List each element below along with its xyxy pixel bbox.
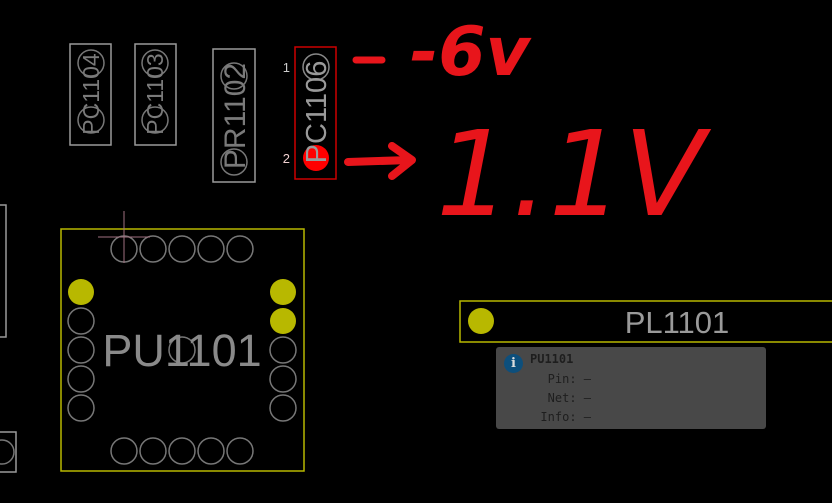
part-label-pl1101: PL1101 xyxy=(625,305,730,340)
pad[interactable] xyxy=(67,394,95,422)
pad[interactable] xyxy=(67,365,95,393)
pad[interactable] xyxy=(168,235,196,263)
hand-annotations: -6v 1.1V xyxy=(344,13,712,243)
part-pu1101[interactable]: PU1101 xyxy=(60,211,305,472)
annotation-top: -6v xyxy=(410,13,533,92)
pad[interactable] xyxy=(168,437,196,465)
tooltip-title: PU1101 xyxy=(530,352,574,366)
pad-highlighted[interactable] xyxy=(270,279,296,305)
part-pc1103[interactable]: PC1103 xyxy=(134,43,177,146)
partial-part-bottom-left[interactable] xyxy=(0,431,17,473)
arrow-icon xyxy=(344,142,416,180)
selection-box xyxy=(294,46,337,180)
tooltip-net: Net: — xyxy=(547,391,591,405)
crosshair-icon xyxy=(98,211,150,263)
pad[interactable] xyxy=(67,307,95,335)
part-pc1104[interactable]: PC1104 xyxy=(69,43,112,146)
pad[interactable] xyxy=(141,106,169,134)
info-icon: i xyxy=(504,354,523,373)
pad-1[interactable] xyxy=(302,53,330,81)
pad[interactable] xyxy=(269,365,297,393)
tooltip-pin: Pin: — xyxy=(547,372,591,386)
pad[interactable] xyxy=(220,148,248,176)
part-label: PC1104 xyxy=(78,53,104,135)
part-label: PC1103 xyxy=(142,53,168,134)
pad[interactable] xyxy=(269,394,297,422)
pad[interactable] xyxy=(139,437,167,465)
pad[interactable] xyxy=(226,235,254,263)
partial-part-left[interactable] xyxy=(0,204,7,338)
pad[interactable] xyxy=(220,62,248,90)
pad-highlighted[interactable] xyxy=(468,308,494,334)
pin-number: 1 xyxy=(283,60,290,75)
part-label: PC1106 xyxy=(301,61,333,164)
pad-highlighted[interactable] xyxy=(270,308,296,334)
pad[interactable] xyxy=(197,437,225,465)
pin-number: 2 xyxy=(283,151,290,166)
pad[interactable] xyxy=(226,437,254,465)
pad[interactable] xyxy=(168,336,196,364)
part-label: PR1102 xyxy=(219,63,252,169)
part-label: PU1101 xyxy=(102,325,261,376)
pad[interactable] xyxy=(0,439,15,465)
pad-highlighted[interactable] xyxy=(68,279,94,305)
pad[interactable] xyxy=(269,336,297,364)
part-pr1102[interactable]: PR1102 xyxy=(212,48,256,183)
pad[interactable] xyxy=(110,437,138,465)
pad[interactable] xyxy=(139,235,167,263)
part-pc1106[interactable]: PC1106 1 2 xyxy=(283,46,337,180)
pad[interactable] xyxy=(77,106,105,134)
annotation-bottom: 1.1V xyxy=(436,105,712,243)
part-pl1101[interactable]: PL1101 xyxy=(459,300,832,343)
tooltip-info: Info: — xyxy=(540,410,591,424)
pad[interactable] xyxy=(77,49,105,77)
pad-2-highlighted[interactable] xyxy=(303,145,329,171)
hover-tooltip: i PU1101 Pin: — Net: — Info: — xyxy=(496,347,766,429)
pad[interactable] xyxy=(197,235,225,263)
pad[interactable] xyxy=(67,336,95,364)
pad[interactable] xyxy=(141,49,169,77)
